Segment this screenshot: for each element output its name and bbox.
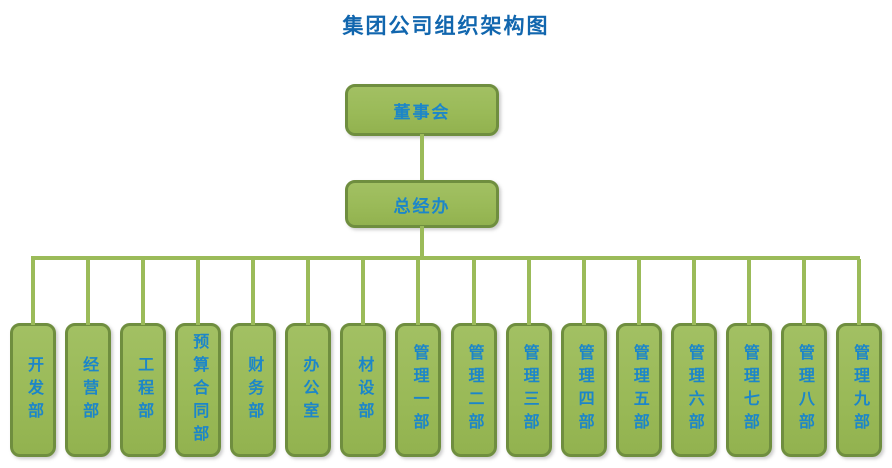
dept-node-13: 管理六部	[670, 259, 717, 457]
dept-node-12: 管理五部	[615, 259, 662, 457]
org-node-gm-label: 总经办	[393, 196, 451, 216]
dept-node-9: 管理二部	[450, 259, 497, 457]
dept-node-7-label: 材设部	[355, 355, 373, 425]
dept-node-2-label: 经营部	[80, 355, 98, 425]
dept-node-15: 管理八部	[780, 259, 827, 457]
dept-node-14-label: 管理七部	[740, 344, 758, 436]
dept-node-8: 管理一部	[395, 259, 442, 457]
dept-node-7: 材设部	[340, 259, 387, 457]
dept-node-1-label: 开发部	[25, 355, 42, 425]
dept-node-9-label: 管理二部	[465, 344, 483, 436]
dept-node-1: 开发部	[10, 259, 56, 457]
dept-node-4: 预算合同部	[175, 259, 222, 457]
dept-node-10: 管理三部	[505, 259, 552, 457]
dept-node-10-label: 管理三部	[520, 344, 538, 436]
dept-node-11-label: 管理四部	[575, 344, 593, 436]
dept-node-14: 管理七部	[725, 259, 772, 457]
dept-node-5: 财务部	[230, 259, 277, 457]
org-node-board-label: 董事会	[393, 102, 451, 122]
dept-node-13-label: 管理六部	[685, 344, 703, 436]
dept-node-8-label: 管理一部	[410, 344, 428, 436]
connector-horizontal-bus	[31, 256, 860, 260]
connector-gm-to-bus	[420, 226, 424, 258]
dept-node-5-label: 财务部	[245, 355, 263, 425]
org-node-board: 董事会	[345, 84, 499, 136]
dept-node-6: 办公室	[285, 259, 332, 457]
dept-node-12-label: 管理五部	[630, 344, 648, 436]
dept-node-3: 工程部	[120, 259, 167, 457]
dept-node-4-label: 预算合同部	[190, 332, 208, 448]
dept-node-15-label: 管理八部	[795, 344, 813, 436]
dept-node-11: 管理四部	[560, 259, 607, 457]
org-node-general-manager-office: 总经办	[345, 180, 499, 228]
department-row: 开发部 经营部 工程部 预算合同部 财务部 办公室 材设部 管理一部 管理二部 …	[10, 259, 882, 457]
connector-board-gm	[420, 134, 424, 182]
dept-node-16: 管理九部	[835, 259, 882, 457]
dept-node-16-label: 管理九部	[850, 344, 868, 436]
dept-node-3-label: 工程部	[135, 355, 153, 425]
chart-title: 集团公司组织架构图	[342, 15, 550, 38]
dept-node-2: 经营部	[65, 259, 112, 457]
dept-node-6-label: 办公室	[300, 355, 318, 425]
